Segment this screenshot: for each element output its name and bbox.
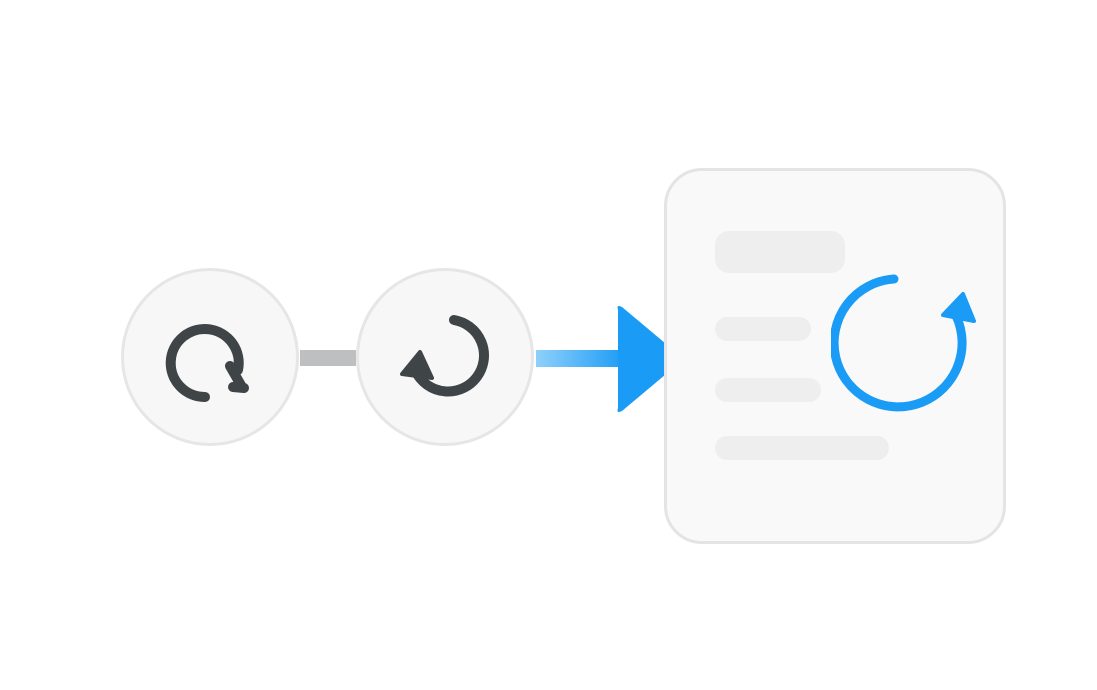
rotate-ccw-icon [165, 324, 249, 403]
document-line-placeholder [715, 317, 811, 341]
undo-node [121, 268, 299, 446]
connector-line [300, 350, 356, 366]
document-line-placeholder [715, 436, 889, 460]
document-title-placeholder [715, 231, 845, 273]
redo-node [356, 268, 534, 446]
rotate-cw-icon [400, 315, 489, 397]
refresh-icon [831, 267, 981, 417]
arrow-right-icon [536, 306, 681, 412]
flow-arrow [536, 300, 686, 418]
document-card [664, 168, 1006, 544]
document-line-placeholder [715, 378, 821, 402]
